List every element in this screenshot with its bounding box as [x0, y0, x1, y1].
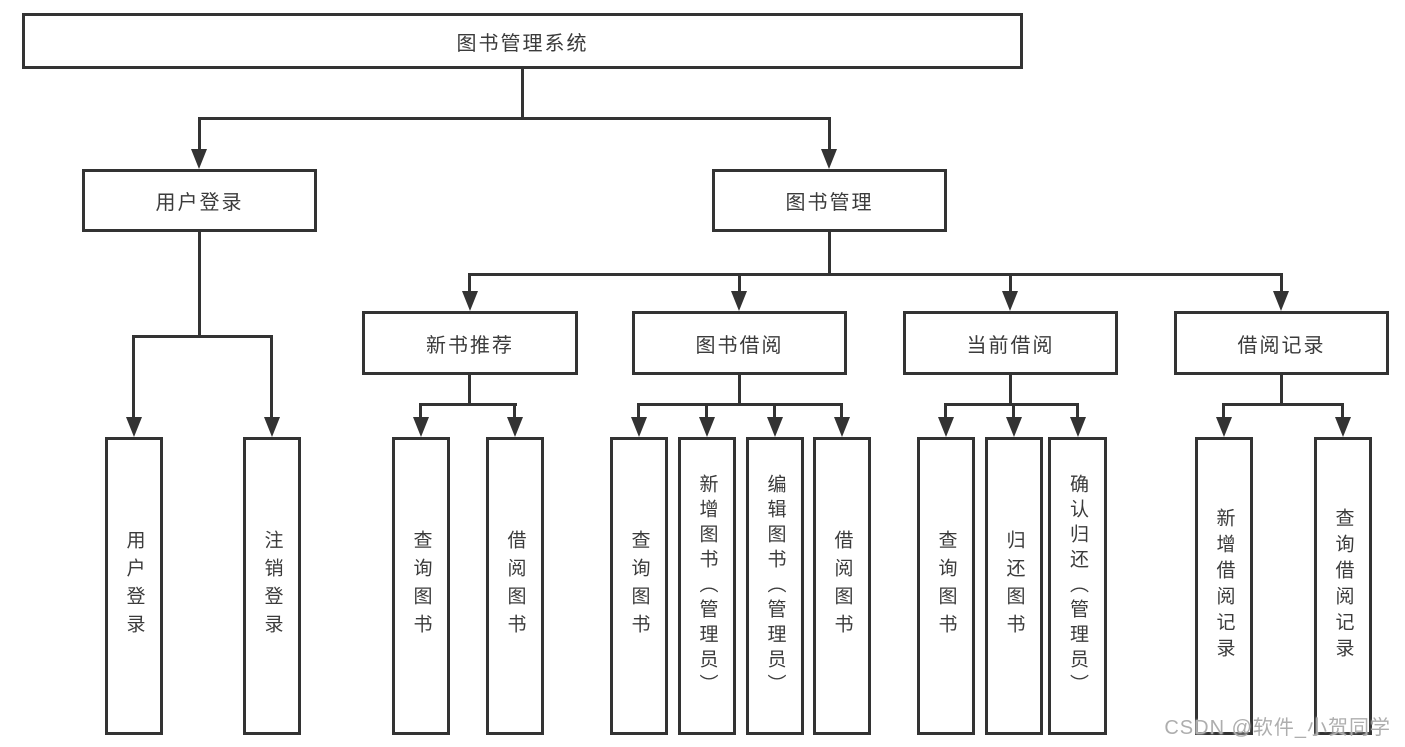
connector-book-mgmt-stub [828, 232, 831, 275]
arrow-to-bb-add-icon [699, 417, 715, 437]
connector-to-book-borrowing [738, 273, 741, 295]
connector-to-borrow-records [1280, 273, 1283, 295]
arrow-to-cb-query-icon [938, 417, 954, 437]
connector-to-bb-query [637, 403, 640, 419]
node-root: 图书管理系统 [22, 13, 1023, 69]
connector-current-stub [1009, 375, 1012, 406]
connector-to-br-query [1341, 403, 1344, 419]
arrow-to-rec-borrow-icon [507, 417, 523, 437]
node-book-borrowing: 图书借阅 [632, 311, 847, 375]
arrow-to-cb-confirm-icon [1070, 417, 1086, 437]
arrow-to-br-add-icon [1216, 417, 1232, 437]
connector-to-book-management [828, 117, 831, 151]
arrow-to-br-query-icon [1335, 417, 1351, 437]
leaf-current-query-books: 查询图书 [917, 437, 975, 735]
connector-root-stub [521, 69, 524, 117]
node-borrow-records: 借阅记录 [1174, 311, 1389, 375]
connector-recommend-rail [419, 403, 517, 406]
arrow-to-cb-return-icon [1006, 417, 1022, 437]
connector-borrowing-rail [637, 403, 843, 406]
leaf-borrow-edit-books-admin: 编辑图书（管理员） [746, 437, 804, 735]
connector-to-rec-borrow [513, 403, 516, 419]
arrow-to-bb-borrow-icon [834, 417, 850, 437]
leaf-recommend-query-books: 查询图书 [392, 437, 450, 735]
leaf-borrow-add-books-admin: 新增图书（管理员） [678, 437, 736, 735]
connector-user-login-stub [198, 232, 201, 335]
leaf-records-query-record: 查询借阅记录 [1314, 437, 1372, 735]
leaf-current-return-books: 归还图书 [985, 437, 1043, 735]
connector-to-br-add [1222, 403, 1225, 419]
connector-user-leaves-rail [132, 335, 273, 338]
connector-to-bb-borrow [840, 403, 843, 419]
connector-records-rail [1222, 403, 1344, 406]
arrow-to-rec-query-icon [413, 417, 429, 437]
connector-recommend-stub [468, 375, 471, 406]
arrow-to-new-books-icon [462, 291, 478, 311]
connector-level2-rail [468, 273, 1283, 276]
node-book-management: 图书管理 [712, 169, 947, 232]
leaf-user-login: 用户登录 [105, 437, 163, 735]
node-new-book-recommend: 新书推荐 [362, 311, 578, 375]
connector-to-new-books [468, 273, 471, 295]
node-current-borrowing: 当前借阅 [903, 311, 1118, 375]
connector-to-user-login [198, 117, 201, 151]
leaf-borrow-borrow-books: 借阅图书 [813, 437, 871, 735]
connector-current-rail [944, 403, 1079, 406]
connector-to-rec-query [419, 403, 422, 419]
connector-to-bb-edit [773, 403, 776, 419]
arrow-to-book-management-icon [821, 149, 837, 169]
connector-to-bb-add [705, 403, 708, 419]
connector-to-cb-confirm [1076, 403, 1079, 419]
arrow-to-borrow-records-icon [1273, 291, 1289, 311]
arrow-to-leaf-user-login-icon [126, 417, 142, 437]
leaf-logout: 注销登录 [243, 437, 301, 735]
arrow-to-bb-query-icon [631, 417, 647, 437]
connector-borrowing-stub [738, 375, 741, 406]
connector-to-current-borrowing [1009, 273, 1012, 295]
leaf-records-add-record: 新增借阅记录 [1195, 437, 1253, 735]
leaf-current-confirm-return-admin: 确认归还（管理员） [1048, 437, 1107, 735]
arrow-to-book-borrowing-icon [731, 291, 747, 311]
connector-to-cb-return [1012, 403, 1015, 419]
connector-to-cb-query [944, 403, 947, 419]
connector-records-stub [1280, 375, 1283, 406]
csdn-watermark: CSDN @软件_小贺同学 [1164, 717, 1391, 739]
leaf-recommend-borrow-books: 借阅图书 [486, 437, 544, 735]
leaf-borrow-query-books: 查询图书 [610, 437, 668, 735]
node-user-login: 用户登录 [82, 169, 317, 232]
arrow-to-bb-edit-icon [767, 417, 783, 437]
arrow-to-leaf-logout-icon [264, 417, 280, 437]
connector-to-leaf-user-login [132, 335, 135, 419]
connector-level1-rail [198, 117, 831, 120]
arrow-to-user-login-icon [191, 149, 207, 169]
arrow-to-current-borrowing-icon [1002, 291, 1018, 311]
connector-to-leaf-logout [270, 335, 273, 419]
